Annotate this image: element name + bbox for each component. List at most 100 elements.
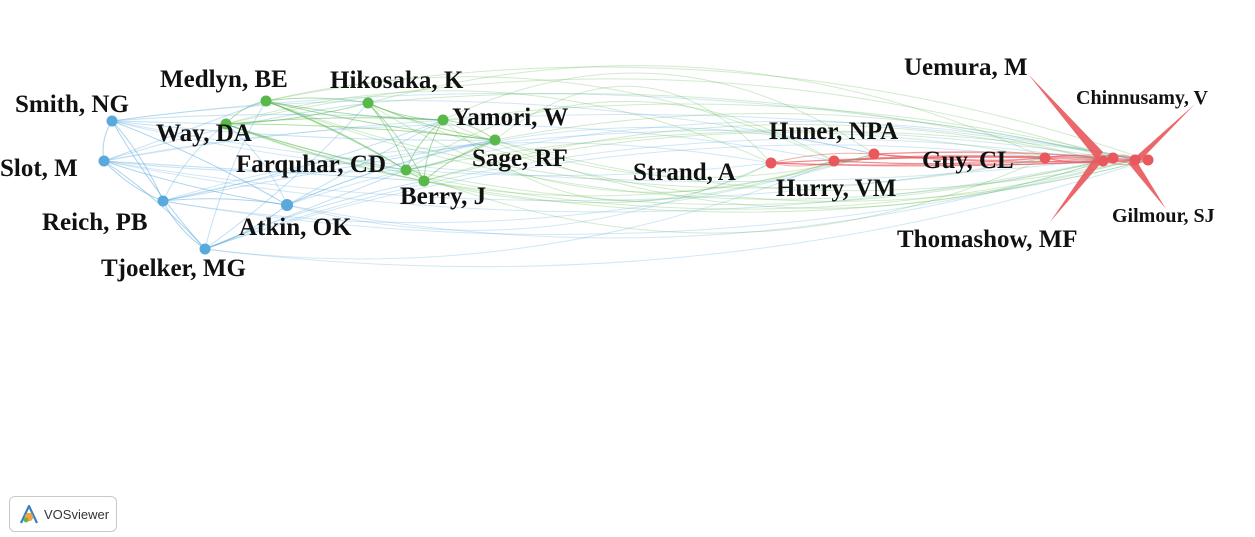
network-link	[286, 162, 772, 231]
node-label-guy: Guy, CL	[922, 147, 1014, 174]
network-link	[367, 102, 835, 193]
network-link	[162, 129, 1114, 202]
network-link	[442, 119, 1114, 209]
node-medlyn[interactable]	[260, 95, 272, 107]
network-link	[162, 142, 772, 202]
node-way[interactable]	[220, 118, 232, 130]
link-arrow-thomashow	[1050, 158, 1102, 222]
network-link	[442, 103, 1136, 161]
network-link	[367, 102, 425, 182]
network-link	[367, 102, 496, 141]
network-link	[103, 160, 206, 250]
network-link	[102, 120, 113, 162]
network-link	[494, 85, 772, 164]
network-link	[204, 102, 369, 250]
vosviewer-badge: VOSviewer	[9, 496, 117, 532]
node-label-slot: Slot, M	[0, 155, 78, 182]
network-link	[225, 123, 496, 141]
network-link	[265, 66, 1149, 161]
node-label-uemura: Uemura, M	[904, 54, 1028, 81]
node-label-hikosaka: Hikosaka, K	[330, 67, 464, 94]
network-link	[225, 123, 875, 197]
network-link	[111, 113, 444, 122]
network-link	[111, 120, 1114, 183]
network-link	[494, 112, 1114, 159]
network-link	[204, 169, 407, 250]
node-label-medlyn: Medlyn, BE	[160, 66, 288, 93]
network-link	[286, 157, 1114, 239]
network-link	[423, 119, 444, 182]
node-atkin[interactable]	[280, 198, 294, 212]
node-thomashow[interactable]	[1097, 155, 1109, 167]
node-strand[interactable]	[765, 157, 777, 169]
node-farquhar[interactable]	[400, 164, 412, 176]
node-label-atkin: Atkin, OK	[239, 214, 352, 241]
network-link	[103, 114, 1149, 162]
network-link	[111, 120, 227, 125]
network-link	[367, 93, 1104, 162]
network-link	[265, 100, 1104, 200]
network-link	[103, 160, 288, 206]
network-link	[286, 139, 496, 206]
network-link	[103, 160, 164, 202]
network-link	[162, 119, 444, 202]
network-link	[103, 160, 407, 173]
network-link	[225, 123, 425, 182]
link-arrow-chinnusamy	[1132, 104, 1195, 163]
node-uemura[interactable]	[1107, 152, 1119, 164]
network-link	[423, 123, 1104, 182]
network-link	[162, 123, 227, 202]
network-link	[286, 119, 444, 206]
node-label-strand: Strand, A	[633, 159, 736, 186]
network-link	[204, 100, 267, 250]
network-link	[225, 123, 1136, 210]
network-link	[423, 160, 835, 204]
node-berry[interactable]	[418, 175, 430, 187]
network-link	[423, 139, 496, 182]
node-slot[interactable]	[98, 155, 110, 167]
node-guy[interactable]	[1039, 152, 1051, 164]
network-link	[162, 153, 875, 224]
node-huner[interactable]	[868, 148, 880, 160]
node-label-berry: Berry, J	[400, 183, 486, 210]
network-link	[204, 180, 425, 250]
network-link	[367, 102, 1149, 202]
node-label-gilmour: Gilmour, SJ	[1112, 205, 1215, 227]
node-hurry[interactable]	[828, 155, 840, 167]
network-link	[103, 124, 835, 162]
node-label-yamori: Yamori, W	[452, 104, 568, 131]
node-label-sage: Sage, RF	[472, 145, 568, 172]
node-gilmour[interactable]	[1129, 154, 1141, 166]
network-link	[405, 101, 835, 171]
node-label-way: Way, DA	[156, 120, 252, 147]
node-label-huner: Huner, NPA	[769, 118, 898, 145]
node-label-reich: Reich, PB	[42, 209, 148, 236]
network-link	[265, 100, 1046, 189]
node-tjoelker[interactable]	[199, 243, 211, 255]
vosviewer-badge-text: VOSviewer	[44, 506, 110, 522]
node-yamori[interactable]	[437, 114, 449, 126]
network-link	[225, 90, 772, 164]
network-link	[265, 97, 369, 104]
node-hikosaka[interactable]	[362, 97, 374, 109]
network-link	[111, 100, 875, 155]
network-link	[367, 65, 1046, 159]
link-arrow-gilmour	[1128, 160, 1166, 209]
node-chinnusamy[interactable]	[1142, 154, 1154, 166]
network-link	[162, 139, 496, 202]
network-link	[405, 130, 1149, 171]
node-sage[interactable]	[489, 134, 501, 146]
network-link	[162, 200, 206, 250]
network-link	[405, 160, 1104, 206]
network-link	[111, 120, 496, 141]
network-link	[423, 132, 1046, 182]
node-label-thomashow: Thomashow, MF	[897, 226, 1078, 253]
node-label-chinnusamy: Chinnusamy, V	[1076, 87, 1208, 109]
network-link	[833, 156, 1104, 162]
node-smith[interactable]	[106, 115, 118, 127]
node-reich[interactable]	[157, 195, 169, 207]
network-link	[225, 123, 407, 171]
network-link	[204, 138, 1104, 250]
network-link	[225, 102, 369, 125]
